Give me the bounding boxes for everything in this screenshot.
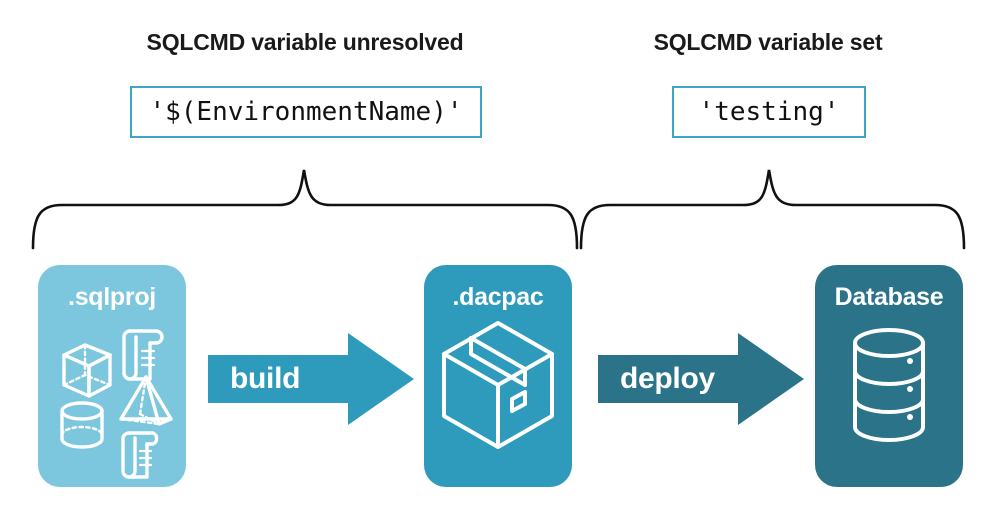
- pyramid-icon: [119, 375, 173, 426]
- stage-label-database: Database: [834, 283, 944, 311]
- arrow-build-icon: [208, 333, 414, 425]
- code-box-testing: 'testing': [672, 86, 866, 138]
- brace-group: [31, 169, 966, 250]
- cylinder-icon: [60, 401, 104, 449]
- scroll-icon: [121, 431, 159, 479]
- arrow-deploy-label: deploy: [620, 362, 715, 395]
- arrow-build-label: build: [230, 362, 301, 395]
- dacpac-artwork: [442, 321, 554, 449]
- arrow-build: build: [208, 331, 416, 427]
- scroll-icon: [122, 329, 164, 381]
- heading-sqlcmd-variable-unresolved: SQLCMD variable unresolved: [146, 29, 464, 55]
- code-box-environment-name: '$(EnvironmentName)': [130, 86, 482, 138]
- brace-left-icon: [31, 169, 579, 250]
- heading-sqlcmd-variable-set: SQLCMD variable set: [653, 29, 883, 55]
- stage-card-dacpac: .dacpac: [424, 265, 572, 487]
- stage-card-database: Database: [815, 265, 963, 487]
- sqlproj-artwork: [60, 329, 173, 479]
- arrow-deploy: deploy: [598, 331, 806, 427]
- stage-card-sqlproj: .sqlproj: [38, 265, 186, 487]
- arrow-deploy-icon: [598, 333, 804, 425]
- brace-right-icon: [579, 169, 966, 250]
- database-artwork: [853, 328, 925, 442]
- database-cylinder-icon: [853, 328, 925, 442]
- package-box-icon: [442, 321, 554, 449]
- stage-label-sqlproj: .sqlproj: [68, 283, 156, 311]
- cube-icon: [62, 343, 112, 398]
- stage-label-dacpac: .dacpac: [452, 283, 544, 311]
